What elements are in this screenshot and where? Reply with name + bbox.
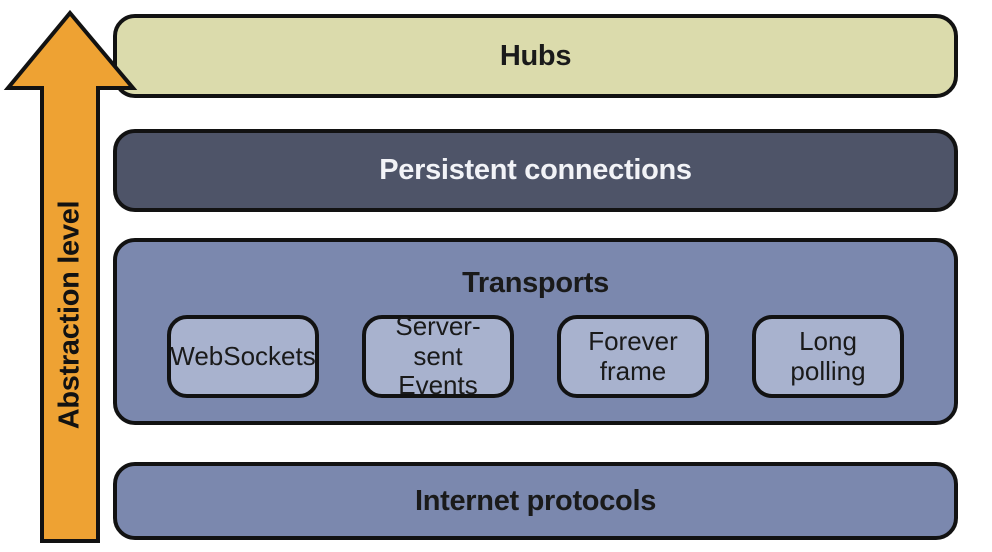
transport-row: WebSockets Server-sent Events Forever fr… [167, 311, 904, 400]
transport-box-long-polling: Long polling [752, 315, 904, 398]
transport-box-forever-frame: Forever frame [557, 315, 709, 398]
layer-hubs: Hubs [113, 14, 958, 98]
layer-transports-label: Transports [462, 267, 609, 299]
transport-box-websockets: WebSockets [167, 315, 319, 398]
layer-persistent-connections-label: Persistent connections [379, 154, 692, 186]
layer-transports: Transports WebSockets Server-sent Events… [113, 238, 958, 425]
layer-hubs-label: Hubs [499, 39, 572, 72]
transport-box-websockets-label: WebSockets [170, 340, 316, 371]
layer-persistent-connections: Persistent connections [113, 129, 958, 212]
abstraction-arrow-label: Abstraction level [53, 200, 86, 430]
transport-box-server-sent-events-label: Server-sent Events [395, 310, 481, 401]
transport-box-long-polling-label: Long polling [790, 325, 866, 386]
transport-box-forever-frame-label: Forever frame [588, 325, 678, 386]
transport-box-server-sent-events: Server-sent Events [362, 311, 514, 400]
layer-internet-protocols-label: Internet protocols [414, 484, 657, 517]
layer-internet-protocols: Internet protocols [113, 462, 958, 540]
